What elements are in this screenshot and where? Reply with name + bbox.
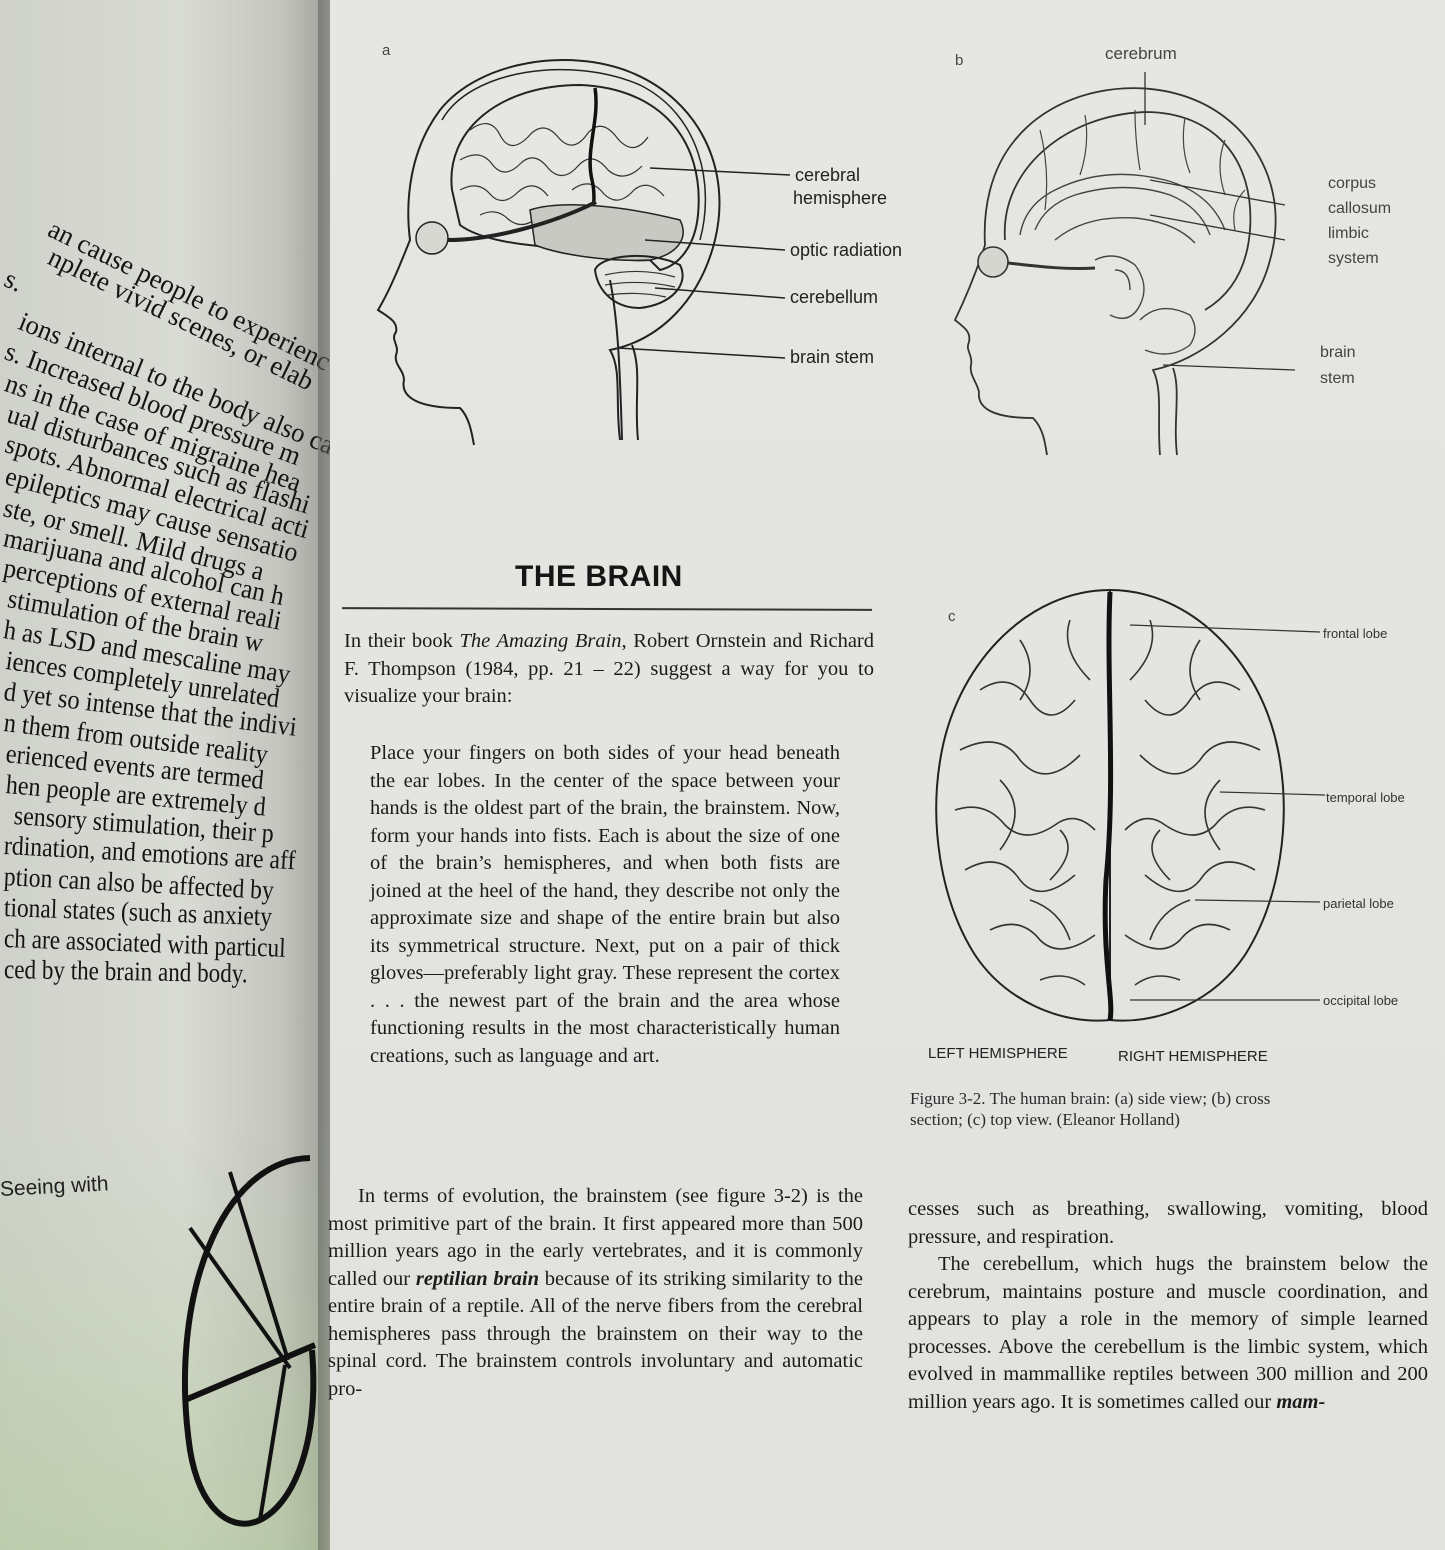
- label-optic-radiation: optic radiation: [790, 240, 903, 260]
- page-shadow: [0, 1120, 330, 1550]
- label-stem: stem: [1320, 370, 1355, 387]
- left-page-line: ced by the brain and body.: [3, 954, 248, 989]
- figure-c-letter: c: [948, 608, 956, 625]
- body-column-left: In terms of evolution, the brainstem (se…: [328, 1185, 863, 1400]
- label-system: system: [1328, 250, 1379, 267]
- right-page: a cerebral hemisphere optic radiation ce…: [328, 0, 1445, 1550]
- brain-side-view-illustration: [376, 59, 791, 446]
- figure-b-letter: b: [955, 52, 964, 69]
- body-column-right: cesses such as breathing, swallowing, vo…: [908, 1198, 1428, 1413]
- brain-cross-section-illustration: [953, 72, 1296, 456]
- book-title: The Amazing Brain: [459, 630, 622, 652]
- label-brain: brain: [1320, 344, 1356, 361]
- intro-paragraph: In their book The Amazing Brain, Robert …: [344, 630, 875, 707]
- section-title: THE BRAIN: [515, 560, 683, 593]
- term-mammalian: mam-: [1276, 1390, 1326, 1413]
- brain-top-view-illustration: [935, 589, 1326, 1022]
- label-occipital-lobe: occipital lobe: [1323, 993, 1399, 1008]
- label-cerebrum: cerebrum: [1105, 44, 1177, 63]
- term-reptilian-brain: reptilian brain: [415, 1267, 539, 1290]
- label-frontal-lobe: frontal lobe: [1323, 626, 1388, 641]
- figure-caption: Figure 3-2. The human brain: (a) side vi…: [910, 1089, 1271, 1129]
- label-right-hemisphere: RIGHT HEMISPHERE: [1118, 1048, 1268, 1065]
- label-brain-stem: brain stem: [790, 347, 875, 367]
- title-rule: [341, 607, 873, 611]
- label-cerebral: cerebral: [795, 165, 861, 185]
- label-callosum: callosum: [1328, 200, 1392, 217]
- label-hemisphere: hemisphere: [793, 188, 888, 208]
- label-limbic: limbic: [1328, 225, 1369, 242]
- label-cerebellum: cerebellum: [790, 287, 879, 307]
- label-parietal-lobe: parietal lobe: [1323, 896, 1394, 911]
- block-quote: Place your fingers on both sides of your…: [370, 742, 840, 1067]
- label-temporal-lobe: temporal lobe: [1326, 790, 1405, 805]
- label-corpus: corpus: [1328, 175, 1377, 192]
- circle-pie-icon: [181, 1155, 317, 1527]
- label-left-hemisphere: LEFT HEMISPHERE: [928, 1045, 1068, 1062]
- figure-a-letter: a: [382, 42, 391, 59]
- left-page-line: s.: [0, 263, 28, 298]
